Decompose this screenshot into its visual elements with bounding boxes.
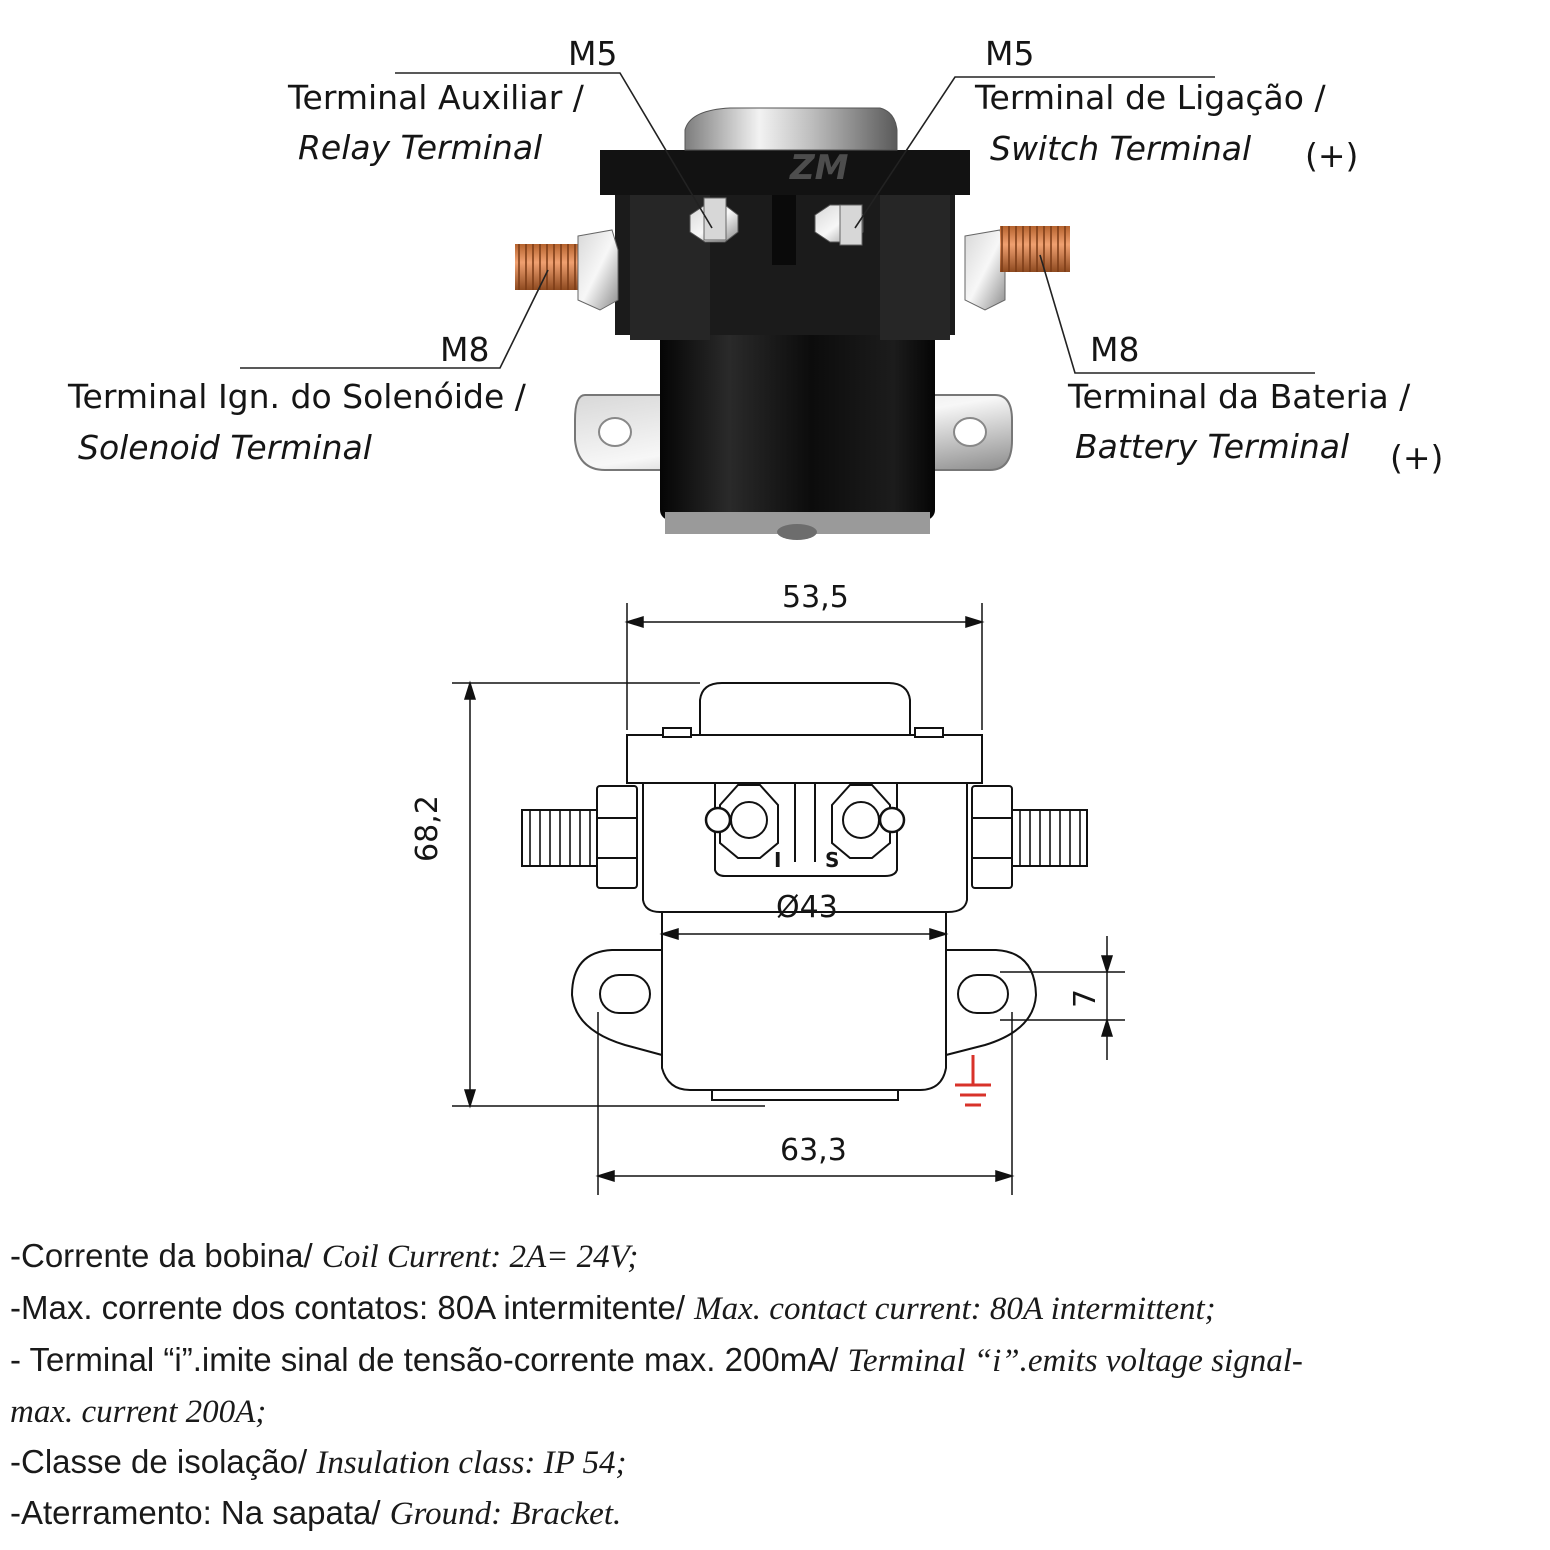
dimension-height: 68,2 xyxy=(410,795,445,862)
bracket-hole-left xyxy=(598,417,632,447)
terminal-i-mark: I xyxy=(774,848,782,872)
drawing-stud-right xyxy=(971,785,1088,889)
drawing-nut-left xyxy=(704,784,779,859)
dimension-lines xyxy=(452,603,1125,1195)
drawing-top-plate xyxy=(626,734,983,784)
top-housing xyxy=(600,150,970,195)
relay-pt-label: Terminal Auxiliar / xyxy=(288,78,584,117)
spec-line-contact: -Max. corrente dos contatos: 80A intermi… xyxy=(10,1289,1216,1327)
switch-polarity-label: (+) xyxy=(1305,136,1359,175)
leader-solenoid xyxy=(240,269,549,369)
spec-terminal-i-pt: - Terminal “i”.imite sinal de tensão-cor… xyxy=(10,1341,848,1378)
chrome-cap xyxy=(684,107,898,151)
spec-line-terminal-i-cont: max. current 200A; xyxy=(10,1393,266,1430)
drawing-nut-right xyxy=(831,784,906,859)
drawing-bracket xyxy=(570,949,663,1056)
battery-pt-label: Terminal da Bateria / xyxy=(1068,377,1411,416)
switch-terminal-stud xyxy=(814,204,864,246)
switch-en-label: Switch Terminal xyxy=(990,129,1252,168)
drawing-coil-body xyxy=(661,912,947,1091)
spec-line-terminal-i: - Terminal “i”.imite sinal de tensão-cor… xyxy=(10,1341,1303,1379)
battery-size-label: M8 xyxy=(1090,330,1140,369)
solenoid-photo xyxy=(515,107,1070,540)
technical-drawing xyxy=(521,682,1088,1101)
spec-line-ground: -Aterramento: Na sapata/ Ground: Bracket… xyxy=(10,1494,622,1532)
battery-polarity-label: (+) xyxy=(1390,438,1444,477)
spec-coil-pt: -Corrente da bobina/ xyxy=(10,1237,322,1274)
ground-symbol xyxy=(955,1055,991,1107)
spec-terminal-i-en: Terminal “i”.emits voltage signal- xyxy=(847,1343,1303,1379)
spec-contact-en: Max. contact current: 80A intermittent; xyxy=(694,1291,1216,1327)
leader-lines xyxy=(240,72,1315,374)
battery-en-label: Battery Terminal xyxy=(1075,427,1350,466)
leader-battery xyxy=(1039,254,1315,374)
spec-insulation-pt: -Classe de isolação/ xyxy=(10,1443,317,1480)
relay-size-label: M5 xyxy=(568,34,618,73)
spec-ground-pt: -Aterramento: Na sapata/ xyxy=(10,1494,390,1531)
spec-line-coil: -Corrente da bobina/ Coil Current: 2A= 2… xyxy=(10,1237,639,1275)
battery-terminal-stud xyxy=(964,226,1070,311)
spec-coil-en: Coil Current: 2A= 24V; xyxy=(321,1239,639,1275)
drawing-stud-left xyxy=(521,785,638,889)
spec-terminal-i-cont-en: max. current 200A; xyxy=(10,1394,267,1430)
solenoid-pt-label: Terminal Ign. do Solenóide / xyxy=(68,377,526,416)
solenoid-size-label: M8 xyxy=(440,330,490,369)
watermark-zm: ZM xyxy=(790,148,849,188)
spec-ground-en: Ground: Bracket. xyxy=(389,1496,622,1532)
bracket-hole-right xyxy=(953,417,987,447)
leader-relay xyxy=(395,72,713,229)
dimension-hole: 7 xyxy=(1068,988,1103,1008)
relay-en-label: Relay Terminal xyxy=(298,128,543,167)
dimension-width-top: 53,5 xyxy=(782,580,849,615)
spec-contact-pt: -Max. corrente dos contatos: 80A intermi… xyxy=(10,1289,695,1326)
solenoid-terminal-stud xyxy=(515,229,619,311)
dimension-diameter: Ø43 xyxy=(776,890,838,925)
dimension-width-bottom: 63,3 xyxy=(780,1133,847,1168)
drawing-cap xyxy=(699,682,911,735)
terminal-s-mark: S xyxy=(825,848,840,872)
leader-switch xyxy=(854,76,1215,229)
spec-line-insulation: -Classe de isolação/ Insulation class: I… xyxy=(10,1443,627,1481)
spec-insulation-en: Insulation class: IP 54; xyxy=(316,1445,627,1481)
coil-body xyxy=(660,290,935,520)
solenoid-en-label: Solenoid Terminal xyxy=(78,428,372,467)
drawing-terminal-block xyxy=(642,783,968,913)
switch-size-label: M5 xyxy=(985,34,1035,73)
relay-terminal-stud xyxy=(689,197,739,243)
switch-pt-label: Terminal de Ligação / xyxy=(975,78,1326,117)
